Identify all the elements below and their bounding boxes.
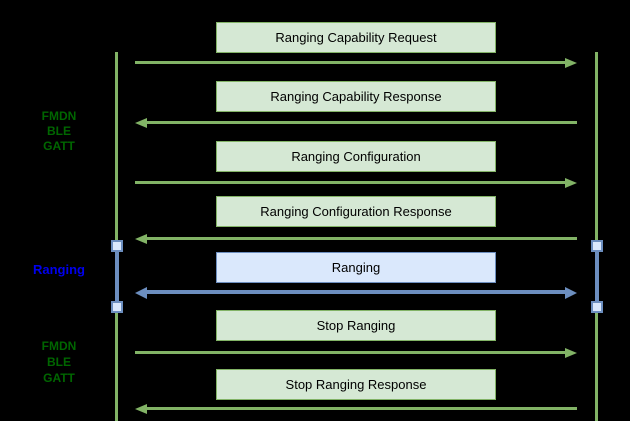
phase-label-line: BLE bbox=[47, 355, 71, 369]
phase-label-line: FMDN bbox=[41, 339, 77, 353]
message-box-ranging-configuration: Ranging Configuration bbox=[216, 141, 496, 172]
ranging-segment-endpoint bbox=[111, 240, 123, 252]
ranging-segment-endpoint bbox=[111, 301, 123, 313]
ranging-segment-endpoint bbox=[591, 301, 603, 313]
message-box-ranging-capability-request: Ranging Capability Request bbox=[216, 22, 496, 53]
left-lifeline bbox=[115, 52, 118, 421]
phase-label-line: GATT bbox=[43, 139, 75, 153]
arrow-line bbox=[144, 237, 577, 240]
arrowhead-right-icon bbox=[565, 58, 577, 68]
ranging-segment-endpoint bbox=[591, 240, 603, 252]
arrow-line bbox=[144, 121, 577, 124]
arrowhead-right-icon bbox=[565, 348, 577, 358]
phase-label-line: Ranging bbox=[33, 262, 85, 277]
arrowhead-right-icon bbox=[565, 178, 577, 188]
phase-label-ranging: Ranging bbox=[4, 262, 114, 277]
arrow-line bbox=[135, 351, 568, 354]
message-box-ranging-capability-response: Ranging Capability Response bbox=[216, 81, 496, 112]
right-lifeline bbox=[595, 52, 598, 421]
arrowhead-left-icon bbox=[135, 118, 147, 128]
arrow-line bbox=[135, 61, 568, 64]
arrow-line bbox=[144, 290, 568, 294]
left-lifeline-ranging-segment bbox=[115, 244, 119, 308]
phase-label-line: FMDN bbox=[41, 109, 77, 123]
message-box-stop-ranging-response: Stop Ranging Response bbox=[216, 369, 496, 400]
phase-label-fmdn-ble-gatt-top: FMDN BLE GATT bbox=[4, 109, 114, 154]
arrow-line bbox=[135, 181, 568, 184]
phase-label-fmdn-ble-gatt-bottom: FMDN BLE GATT bbox=[4, 338, 114, 386]
arrowhead-left-icon bbox=[135, 234, 147, 244]
arrowhead-right-icon bbox=[565, 287, 577, 299]
message-box-stop-ranging: Stop Ranging bbox=[216, 310, 496, 341]
arrowhead-left-icon bbox=[135, 404, 147, 414]
phase-label-line: GATT bbox=[43, 371, 75, 385]
phase-label-line: BLE bbox=[47, 124, 71, 138]
message-box-ranging: Ranging bbox=[216, 252, 496, 283]
message-box-ranging-configuration-response: Ranging Configuration Response bbox=[216, 196, 496, 227]
arrowhead-left-icon bbox=[135, 287, 147, 299]
arrow-line bbox=[144, 407, 577, 410]
right-lifeline-ranging-segment bbox=[595, 244, 599, 308]
